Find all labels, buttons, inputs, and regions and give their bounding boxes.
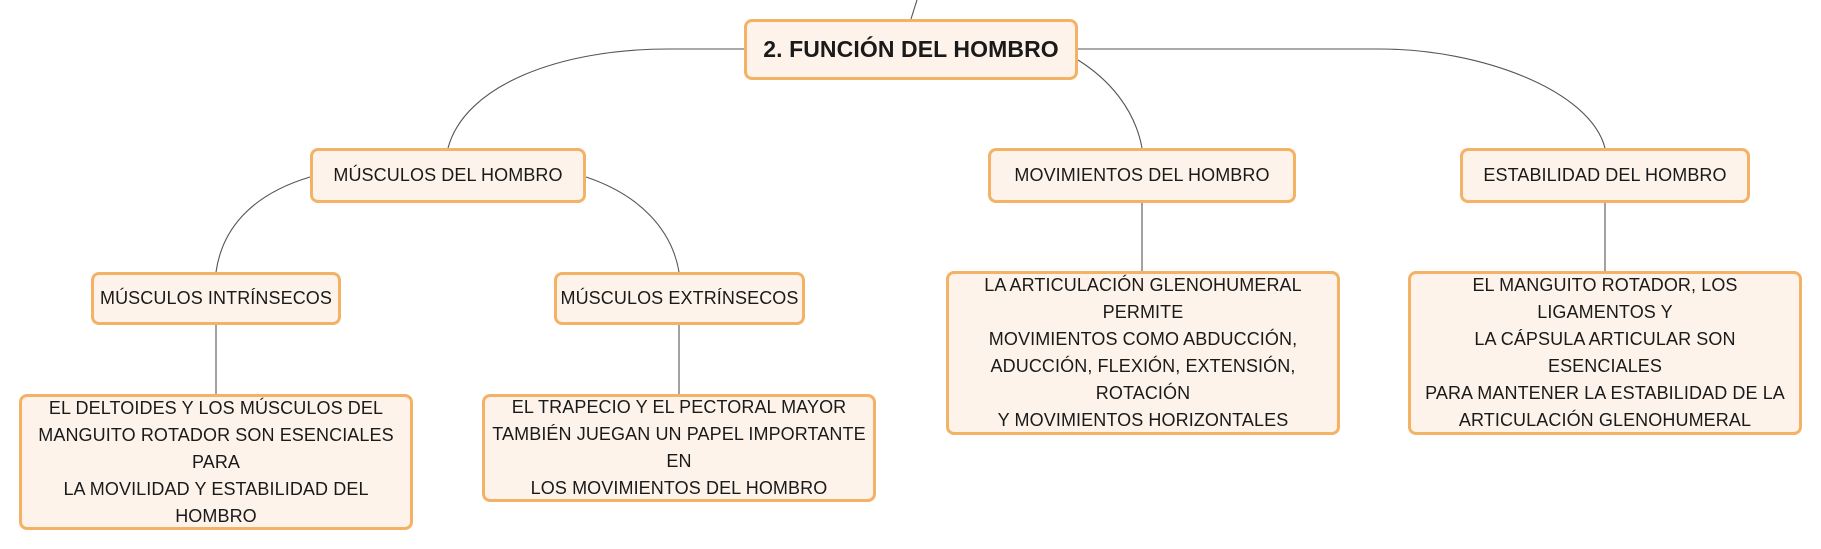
node-estabilidad-detail[interactable]: EL MANGUITO ROTADOR, LOS LIGAMENTOS Y LA… — [1408, 271, 1802, 435]
node-musculos-extrinsecos[interactable]: MÚSCULOS EXTRÍNSECOS — [554, 272, 805, 325]
connector-root-incoming — [910, 0, 918, 20]
node-movimientos-detail[interactable]: LA ARTICULACIÓN GLENOHUMERAL PERMITE MOV… — [946, 271, 1340, 435]
detail-line: MOVIMIENTOS COMO ABDUCCIÓN, — [988, 329, 1298, 349]
detail-line: EL MANGUITO ROTADOR, LOS LIGAMENTOS Y — [1472, 275, 1738, 322]
detail-line: LA MOVILIDAD Y ESTABILIDAD DEL HOMBRO — [63, 478, 369, 526]
root-node-label: 2. FUNCIÓN DEL HOMBRO — [763, 36, 1059, 62]
detail-line: EL TRAPECIO Y EL PECTORAL MAYOR — [511, 397, 847, 417]
detail-line: MANGUITO ROTADOR SON ESENCIALES PARA — [38, 424, 394, 472]
detail-line: Y MOVIMIENTOS HORIZONTALES — [997, 410, 1289, 430]
connector-root-musculos — [447, 48, 744, 149]
node-intrinsecos-label: MÚSCULOS INTRÍNSECOS — [99, 288, 333, 308]
connector-root-movimientos — [1077, 59, 1143, 149]
detail-line: ARTICULACIÓN GLENOHUMERAL — [1458, 410, 1752, 430]
node-intrinsecos-detail[interactable]: EL DELTOIDES Y LOS MÚSCULOS DEL MANGUITO… — [19, 394, 413, 530]
node-musculos-label: MÚSCULOS DEL HOMBRO — [333, 165, 563, 185]
node-extrinsecos-detail[interactable]: EL TRAPECIO Y EL PECTORAL MAYOR TAMBIÉN … — [482, 394, 876, 502]
node-musculos-intrinsecos[interactable]: MÚSCULOS INTRÍNSECOS — [91, 272, 341, 325]
node-estabilidad-detail-text: EL MANGUITO ROTADOR, LOS LIGAMENTOS Y LA… — [1417, 272, 1793, 434]
detail-line: TAMBIÉN JUEGAN UN PAPEL IMPORTANTE EN — [492, 424, 866, 471]
node-musculos-del-hombro[interactable]: MÚSCULOS DEL HOMBRO — [310, 148, 586, 203]
node-movimientos-del-hombro[interactable]: MOVIMIENTOS DEL HOMBRO — [988, 148, 1296, 203]
node-estabilidad-del-hombro[interactable]: ESTABILIDAD DEL HOMBRO — [1460, 148, 1750, 203]
node-movimientos-label: MOVIMIENTOS DEL HOMBRO — [1014, 165, 1270, 185]
detail-line: LOS MOVIMIENTOS DEL HOMBRO — [530, 478, 828, 498]
connector-musculos-intrinsecos — [215, 176, 311, 273]
node-intrinsecos-detail-text: EL DELTOIDES Y LOS MÚSCULOS DEL MANGUITO… — [28, 395, 404, 530]
node-estabilidad-label: ESTABILIDAD DEL HOMBRO — [1483, 165, 1727, 185]
detail-line: LA CÁPSULA ARTICULAR SON ESENCIALES — [1474, 329, 1736, 376]
node-extrinsecos-label: MÚSCULOS EXTRÍNSECOS — [560, 288, 799, 308]
detail-line: EL DELTOIDES Y LOS MÚSCULOS DEL — [48, 397, 384, 418]
connector-musculos-extrinsecos — [585, 176, 680, 273]
node-movimientos-detail-text: LA ARTICULACIÓN GLENOHUMERAL PERMITE MOV… — [955, 272, 1331, 434]
root-node[interactable]: 2. FUNCIÓN DEL HOMBRO — [744, 19, 1078, 80]
detail-line: PARA MANTENER LA ESTABILIDAD DE LA — [1425, 383, 1785, 403]
connector-root-estabilidad — [1078, 48, 1606, 149]
detail-line: ADUCCIÓN, FLEXIÓN, EXTENSIÓN, ROTACIÓN — [990, 356, 1296, 403]
detail-line: LA ARTICULACIÓN GLENOHUMERAL PERMITE — [984, 275, 1302, 322]
node-extrinsecos-detail-text: EL TRAPECIO Y EL PECTORAL MAYOR TAMBIÉN … — [491, 394, 867, 502]
